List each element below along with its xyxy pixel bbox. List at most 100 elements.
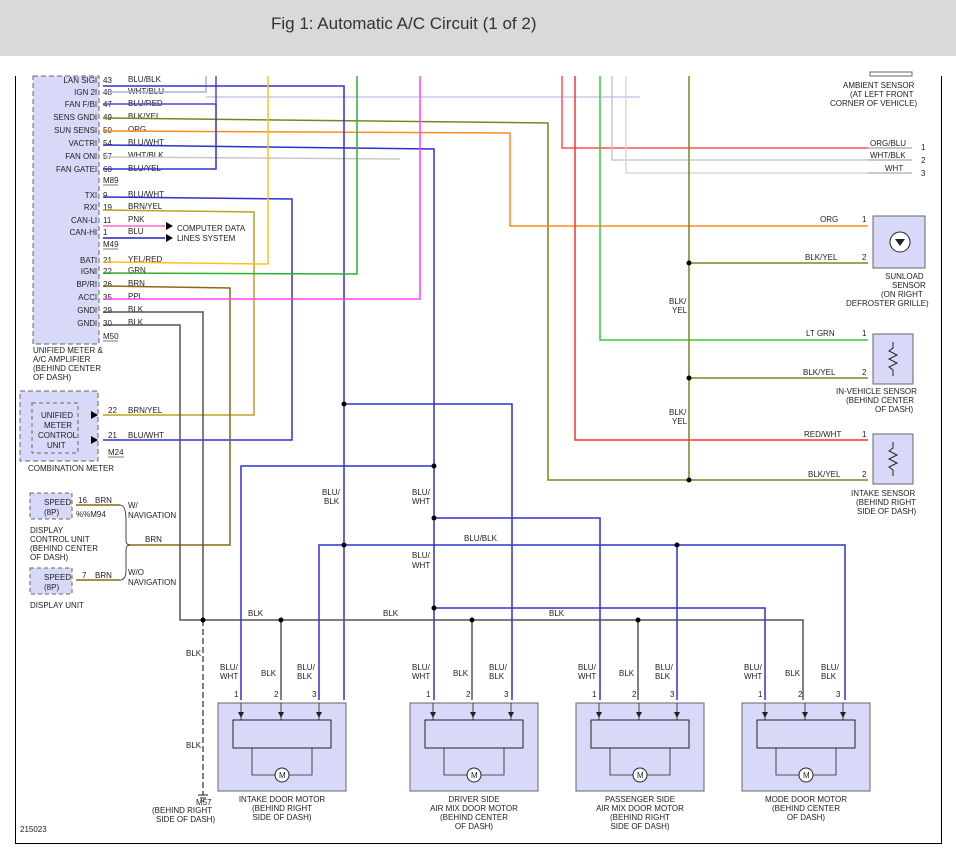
motor-label: (BEHIND CENTER <box>440 813 508 822</box>
label-blk-yel-1a: BLK/ <box>669 297 687 306</box>
sunload-label-1: SUNLOAD <box>885 272 924 281</box>
ambient-sensor-stub <box>869 71 913 77</box>
motor-symbol: M <box>279 771 286 780</box>
amp-pin-num: 30 <box>103 319 112 328</box>
motor-pin: 3 <box>312 690 317 699</box>
label-blk-3: BLK <box>549 609 565 618</box>
meter-control-unit-box <box>31 402 79 454</box>
motor-wire-label: WHT <box>578 672 596 681</box>
label-blk-yel-2b: YEL <box>672 417 688 426</box>
motor-wire-label: BLU/ <box>578 663 597 672</box>
intake-label-3: SIDE OF DASH) <box>857 507 916 516</box>
ambient-pin-1: 1 <box>921 143 926 152</box>
display-unit-wire: BRN <box>95 571 112 580</box>
amp-pin-num: 22 <box>103 267 112 276</box>
amp-pin-num: 9 <box>103 191 108 200</box>
display-control-label-3: (BEHIND CENTER <box>30 544 98 553</box>
amplifier-label-4: OF DASH) <box>33 373 72 382</box>
motor-label: INTAKE DOOR MOTOR <box>239 795 326 804</box>
display-unit-pin: 7 <box>82 571 87 580</box>
computer-data-label-2: LINES SYSTEM <box>177 234 236 243</box>
label-blu-blk-b: BLK <box>324 497 340 506</box>
amp-pin-wire: BLK <box>128 318 144 327</box>
label-blk-4: BLK <box>186 649 202 658</box>
wire-blu-wht-9 <box>102 196 293 441</box>
display-unit-label: DISPLAY UNIT <box>30 601 84 610</box>
amp-pin-wire: GRN <box>128 266 146 275</box>
motor-wire-label: BLU/ <box>297 663 316 672</box>
label-blk-yel-1b: YEL <box>672 306 688 315</box>
label-blu-wht-1a: BLU/ <box>412 488 431 497</box>
motor-label: AIR MIX DOOR MOTOR <box>596 804 684 813</box>
motor-wire-label: WHT <box>412 672 430 681</box>
amp-pin-name: FAN GATE <box>56 165 95 174</box>
amp-pin-wire: BLU/WHT <box>128 138 164 147</box>
amp-pin-num: 29 <box>103 306 112 315</box>
nav-with-2: NAVIGATION <box>128 511 176 520</box>
combination-meter-label: COMBINATION METER <box>28 464 114 473</box>
wire-yel-red-21 <box>102 76 269 265</box>
amp-pin-name: ACC <box>78 293 95 302</box>
amp-pin-name: BP/R <box>76 280 95 289</box>
display-control-wire: BRN <box>95 496 112 505</box>
label-blu-blk-horizontal: BLU/BLK <box>464 534 498 543</box>
intake-label-2: (BEHIND RIGHT <box>856 498 916 507</box>
amp-pin-name: FAN F/B <box>65 100 95 109</box>
wire-wht-blk-r <box>611 76 868 161</box>
sunload-pin-1: 1 <box>862 215 867 224</box>
motor-wire-label: BLU/ <box>821 663 840 672</box>
ambient-pin-2: 2 <box>921 156 926 165</box>
figure-number: 215023 <box>20 825 47 834</box>
label-blk-5: BLK <box>186 741 202 750</box>
motor-pin: 2 <box>466 690 471 699</box>
amp-pin-name: TX <box>85 191 96 200</box>
motor-wire-label: BLK <box>655 672 671 681</box>
arrow-can-h <box>166 234 173 242</box>
amp-pin-name: FAN ON <box>65 152 95 161</box>
intake-wire-2: BLK/YEL <box>808 470 841 479</box>
motor-icon <box>466 767 482 783</box>
motor-label: AIR MIX DOOR MOTOR <box>430 804 518 813</box>
motor-wire-label: BLK <box>453 669 469 678</box>
amp-pin-wire: PNK <box>128 215 145 224</box>
motor-label: OF DASH) <box>455 822 494 831</box>
invehicle-pin-1: 1 <box>862 329 867 338</box>
ground-connector: M57 <box>196 798 212 807</box>
wire-blu-wht-motor2 <box>434 517 601 700</box>
wire-blu-blk-motor2 <box>344 403 513 700</box>
motor-wire-label: BLU/ <box>220 663 239 672</box>
amp-pin-num: 21 <box>103 256 112 265</box>
amp-pin-wire: BRN <box>128 279 145 288</box>
meter-wire-22: BRN/YEL <box>128 406 163 415</box>
motor-pin: 2 <box>632 690 637 699</box>
wire-blk-30 <box>103 324 804 700</box>
meter-pin-22: 22 <box>108 406 117 415</box>
amp-pin-name: BAT <box>80 256 95 265</box>
wire-blu-yel-60 <box>103 104 217 170</box>
diagram-frame <box>15 76 942 844</box>
motor-pin: 1 <box>592 690 597 699</box>
amp-pin-num: 43 <box>103 76 112 85</box>
page-title: Fig 1: Automatic A/C Circuit (1 of 2) <box>271 14 537 33</box>
invehicle-wire-1: LT GRN <box>806 329 835 338</box>
wire-brn-26 <box>102 285 231 546</box>
amp-pin-num: 35 <box>103 293 112 302</box>
motor-label: PASSENGER SIDE <box>605 795 675 804</box>
meter-arrow-1 <box>91 411 98 419</box>
invehicle-wire-2: BLK/YEL <box>803 368 836 377</box>
motor-wire-label: BLK <box>785 669 801 678</box>
wire-wht-blk-57 <box>102 156 401 160</box>
label-blk-1: BLK <box>248 609 264 618</box>
sunload-label-4: DEFROSTER GRILLE) <box>846 299 929 308</box>
amp-pin-num: 19 <box>103 203 112 212</box>
label-blu-wht-2a: BLU/ <box>412 551 431 560</box>
motor-pin: 3 <box>836 690 841 699</box>
wire-blu-blk-h <box>344 544 846 700</box>
motor-pin: 2 <box>274 690 279 699</box>
amplifier-label-2: A/C AMPLIFIER <box>33 355 91 364</box>
wire-blu-wht-motor1 <box>240 465 434 700</box>
amp-pin-name: IGN 2 <box>74 88 95 97</box>
motor-symbol: M <box>803 771 810 780</box>
motor-icon <box>274 767 290 783</box>
motor-pin: 3 <box>504 690 509 699</box>
